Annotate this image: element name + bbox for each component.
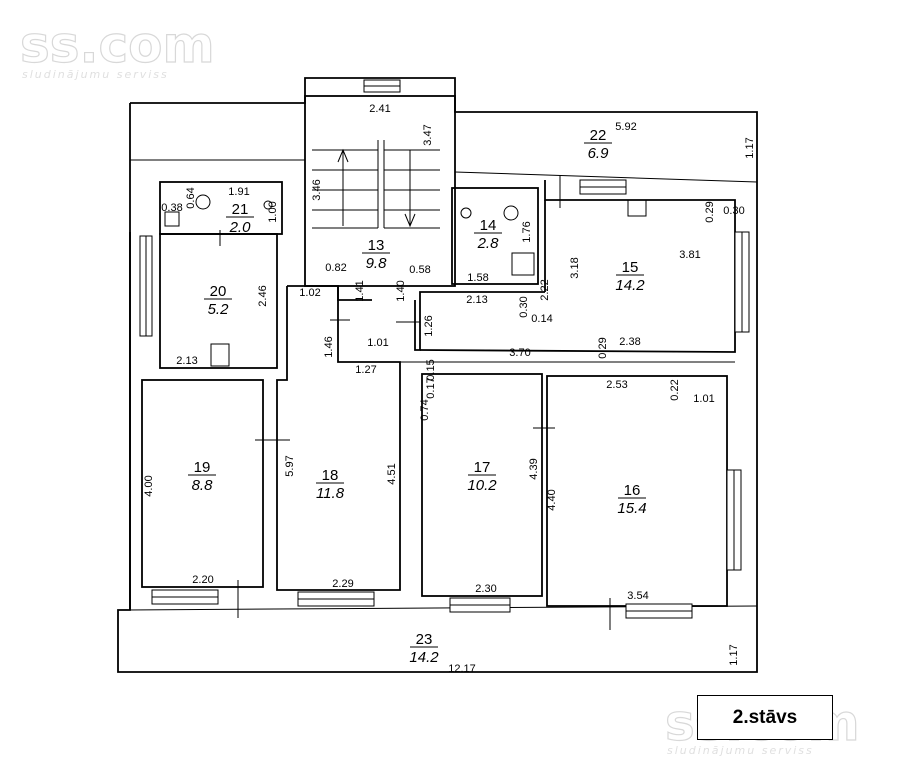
room-area-23: 14.2 [409, 649, 439, 666]
dimension-label: 1.91 [228, 186, 249, 198]
dimension-label: 5.92 [615, 121, 636, 133]
dimension-labels: 2.41 3.47 5.92 1.17 3.46 1.91 0.640.38 1.00 1.76… [143, 103, 756, 675]
room-area-19: 8.8 [192, 477, 214, 494]
dimension-label: 2.13 [176, 355, 197, 367]
dimension-label: 0.29 [597, 337, 609, 358]
dimension-label: 1.46 [323, 336, 335, 357]
dimension-label: 1.02 [299, 287, 320, 299]
dimension-label: 1.00 [267, 201, 279, 222]
dimension-label: 2.20 [192, 574, 213, 586]
windows [139, 79, 750, 619]
dimension-label: 0.30 [723, 205, 744, 217]
dimension-label: 1.41 [354, 280, 366, 301]
room-number-16: 16 [624, 482, 641, 499]
dimension-label: 0.14 [531, 313, 552, 325]
dimension-label: 3.46 [311, 179, 323, 200]
room-area-20: 5.2 [208, 301, 230, 318]
room-area-17: 10.2 [467, 477, 497, 494]
room-number-14: 14 [480, 217, 497, 234]
dimension-label: 2.41 [369, 103, 390, 115]
dimension-label: 1.76 [521, 221, 533, 242]
dimension-label: 5.97 [284, 455, 296, 476]
room-area-22: 6.9 [588, 145, 610, 162]
dimension-label: 3.47 [422, 124, 434, 145]
room-area-18: 11.8 [316, 485, 345, 502]
room-number-15: 15 [622, 259, 639, 276]
dimension-label: 4.40 [546, 489, 558, 510]
room-area-15: 14.2 [615, 277, 645, 294]
room-area-21: 2.0 [229, 219, 252, 236]
dimension-label: 2.53 [606, 379, 627, 391]
dimension-label: 1.40 [395, 280, 407, 301]
watermark-tagline-bottom: sludinājumu serviss [667, 744, 814, 757]
dimension-label: 0.74 [419, 399, 431, 420]
dimension-label: 0.15 [425, 359, 437, 380]
dimension-label: 0.64 [185, 187, 197, 208]
room-number-21: 21 [232, 201, 249, 218]
dimension-label: 2.29 [332, 578, 353, 590]
dimension-label: 3.54 [627, 590, 648, 602]
watermark-tagline-top: sludinājumu serviss [22, 68, 169, 81]
room-number-20: 20 [210, 283, 227, 300]
watermark-logo-top: ss.com [20, 16, 215, 74]
room-labels: 139.8142.81514.21615.41710.21811.8198.82… [188, 127, 647, 666]
room-area-14: 2.8 [477, 235, 500, 252]
dimension-label: 3.70 [509, 347, 530, 359]
floor-label: 2.stāvs [697, 695, 833, 740]
room-number-22: 22 [590, 127, 607, 144]
dimension-label: 2.38 [619, 336, 640, 348]
dimension-label: 1.01 [693, 393, 714, 405]
room-area-16: 15.4 [617, 500, 646, 517]
dimension-label: 12.17 [448, 663, 476, 675]
dimension-label: 2.46 [257, 285, 269, 306]
room-number-19: 19 [194, 459, 211, 476]
dimension-label: 2.13 [466, 294, 487, 306]
room-number-23: 23 [416, 631, 433, 648]
dimension-label: 3.81 [679, 249, 700, 261]
dimension-label: 4.51 [386, 463, 398, 484]
dimension-label: 2.30 [475, 583, 496, 595]
dimension-label: 4.39 [528, 458, 540, 479]
room-area-13: 9.8 [366, 255, 388, 272]
dimension-label: 0.29 [704, 201, 716, 222]
dimension-label: 1.27 [355, 364, 376, 376]
staircase [312, 140, 440, 229]
dimension-label: 0.22 [669, 379, 681, 400]
dimension-label: 0.58 [409, 264, 430, 276]
walls [117, 77, 758, 673]
room-number-13: 13 [368, 237, 385, 254]
fixtures [164, 194, 647, 367]
dimension-label: 1.17 [744, 137, 756, 158]
room-number-18: 18 [322, 467, 339, 484]
dimension-label: 1.58 [467, 272, 488, 284]
room-number-17: 17 [474, 459, 491, 476]
dimension-label: 1.26 [423, 315, 435, 336]
dimension-label: 1.17 [728, 644, 740, 665]
dimension-label: 0.38 [161, 202, 182, 214]
dimension-label: 0.82 [325, 262, 346, 274]
dimension-label: 1.01 [367, 337, 388, 349]
dimension-label: 3.18 [569, 257, 581, 278]
dimension-label: 2.22 [539, 279, 551, 300]
dimension-label: 0.30 [518, 296, 530, 317]
doors [219, 176, 611, 630]
dimension-label: 4.00 [143, 475, 155, 496]
dimension-label: 0.17 [425, 377, 437, 398]
